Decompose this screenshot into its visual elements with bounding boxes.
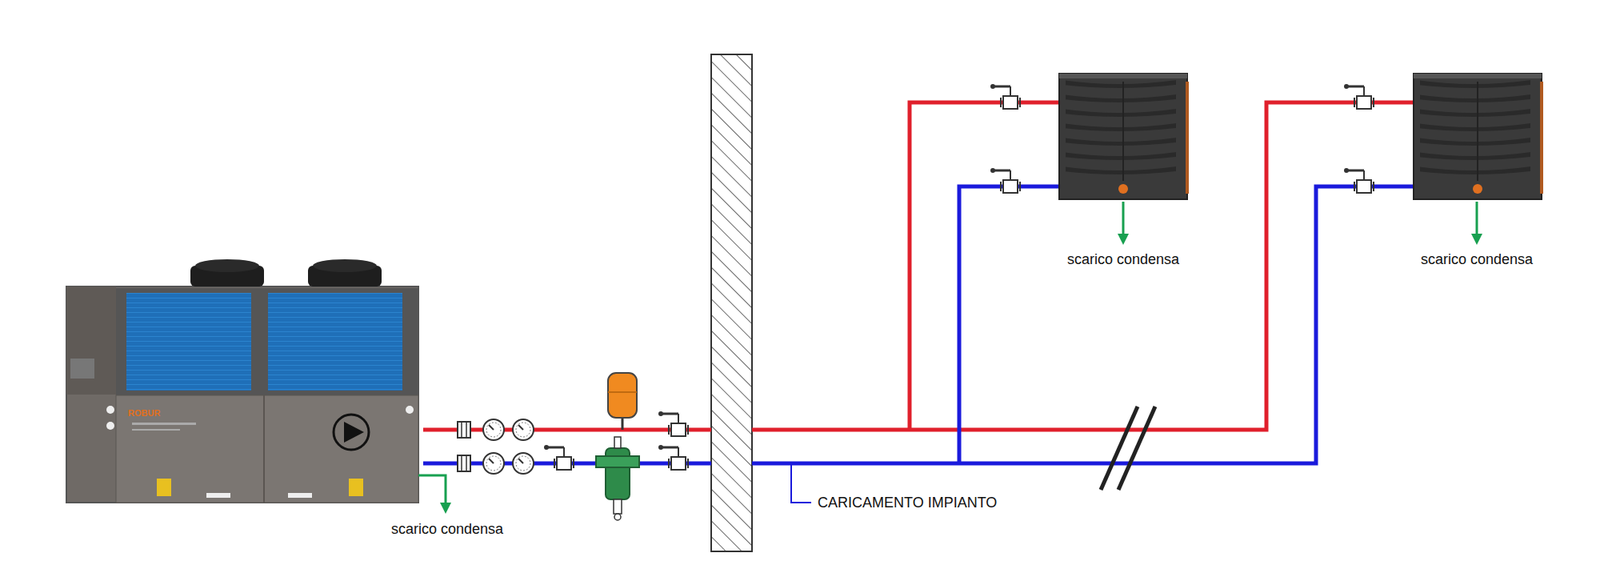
drain-label: scarico condensa	[391, 520, 504, 537]
brand-logo: ROBUR	[128, 404, 160, 421]
drain-label: scarico condensa	[1420, 251, 1533, 268]
fill-point-label: CARICAMENTO IMPIANTO	[817, 494, 997, 511]
drain-label: scarico condensa	[1067, 251, 1180, 268]
